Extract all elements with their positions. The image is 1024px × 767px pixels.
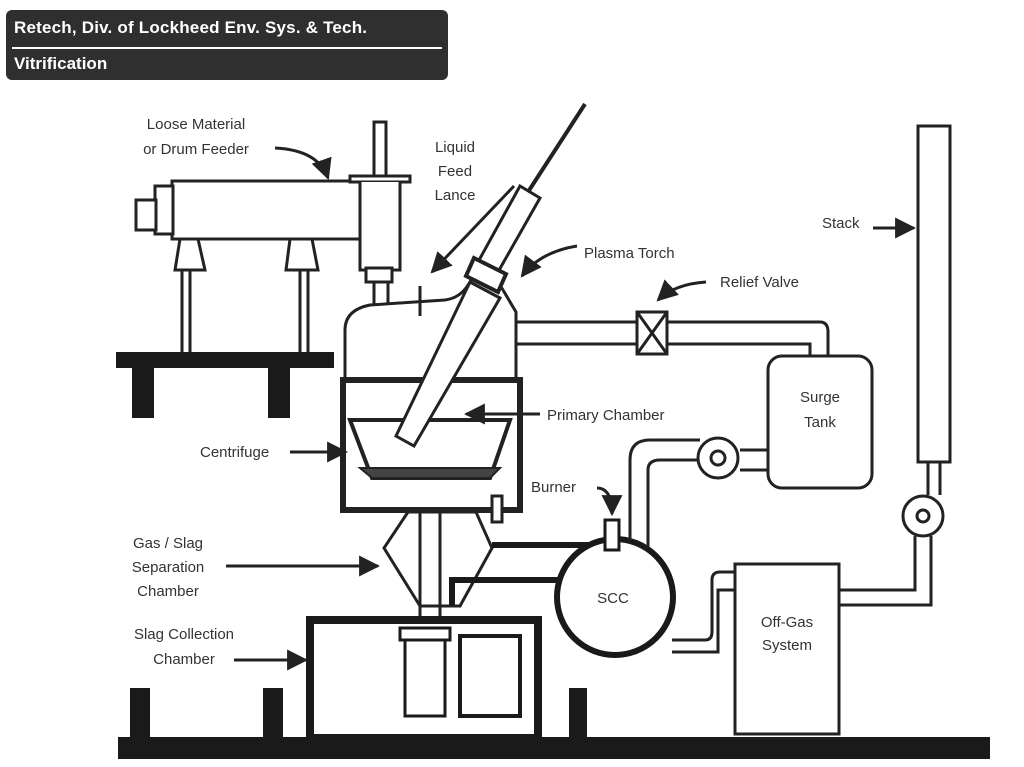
floor — [118, 688, 990, 759]
title-banner: Retech, Div. of Lockheed Env. Sys. & Tec… — [6, 10, 448, 80]
label-gas-1: Gas / Slag — [133, 535, 203, 552]
label-primary-chamber: Primary Chamber — [547, 407, 665, 424]
label-feeder-1: Loose Material — [147, 116, 245, 133]
label-lance-3: Lance — [435, 187, 476, 204]
label-offgas-1: Off-Gas — [761, 614, 813, 631]
arrow-lance — [430, 184, 516, 274]
label-centrifuge: Centrifuge — [200, 444, 269, 461]
arrow-burner — [596, 486, 623, 517]
primary-chamber — [340, 265, 523, 528]
label-scc: SCC — [597, 590, 629, 607]
label-feeder-2: or Drum Feeder — [143, 141, 249, 158]
label-lance-1: Liquid — [435, 139, 475, 156]
arrow-relief-valve — [656, 279, 707, 302]
banner-title: Retech, Div. of Lockheed Env. Sys. & Tec… — [14, 18, 368, 37]
relief-duct — [516, 310, 830, 356]
duct-to-scc — [449, 542, 598, 605]
label-stack: Stack — [822, 215, 860, 232]
label-lance-2: Feed — [438, 163, 472, 180]
gas-slag-separation-chamber — [382, 494, 504, 620]
banner-divider — [12, 47, 442, 49]
off-gas-system — [672, 562, 841, 736]
labels: Loose Material or Drum Feeder Liquid Fee… — [132, 116, 860, 668]
label-plasma-torch: Plasma Torch — [584, 245, 675, 262]
label-gas-2: Separation — [132, 559, 205, 576]
secondary-combustion-chamber — [554, 518, 676, 658]
label-slag-2: Chamber — [153, 651, 215, 668]
label-gas-3: Chamber — [137, 583, 199, 600]
surge-tank — [766, 354, 874, 490]
label-offgas-2: System — [762, 637, 812, 654]
slag-collection-chamber — [306, 616, 542, 742]
arrow-plasma-torch — [520, 244, 578, 278]
label-relief-valve: Relief Valve — [720, 274, 799, 291]
scc-surge-duct — [628, 436, 768, 548]
plasma-torch — [394, 102, 587, 449]
leader-arrows — [226, 146, 917, 671]
label-burner: Burner — [531, 479, 576, 496]
banner-subtitle: Vitrification — [14, 54, 108, 73]
label-surge-2: Tank — [804, 414, 836, 431]
label-surge-1: Surge — [800, 389, 840, 406]
stack — [839, 124, 952, 607]
arrow-feeder — [274, 146, 332, 180]
label-slag-1: Slag Collection — [134, 626, 234, 643]
drum-feeder — [134, 120, 412, 360]
feeder-platform — [116, 352, 334, 418]
